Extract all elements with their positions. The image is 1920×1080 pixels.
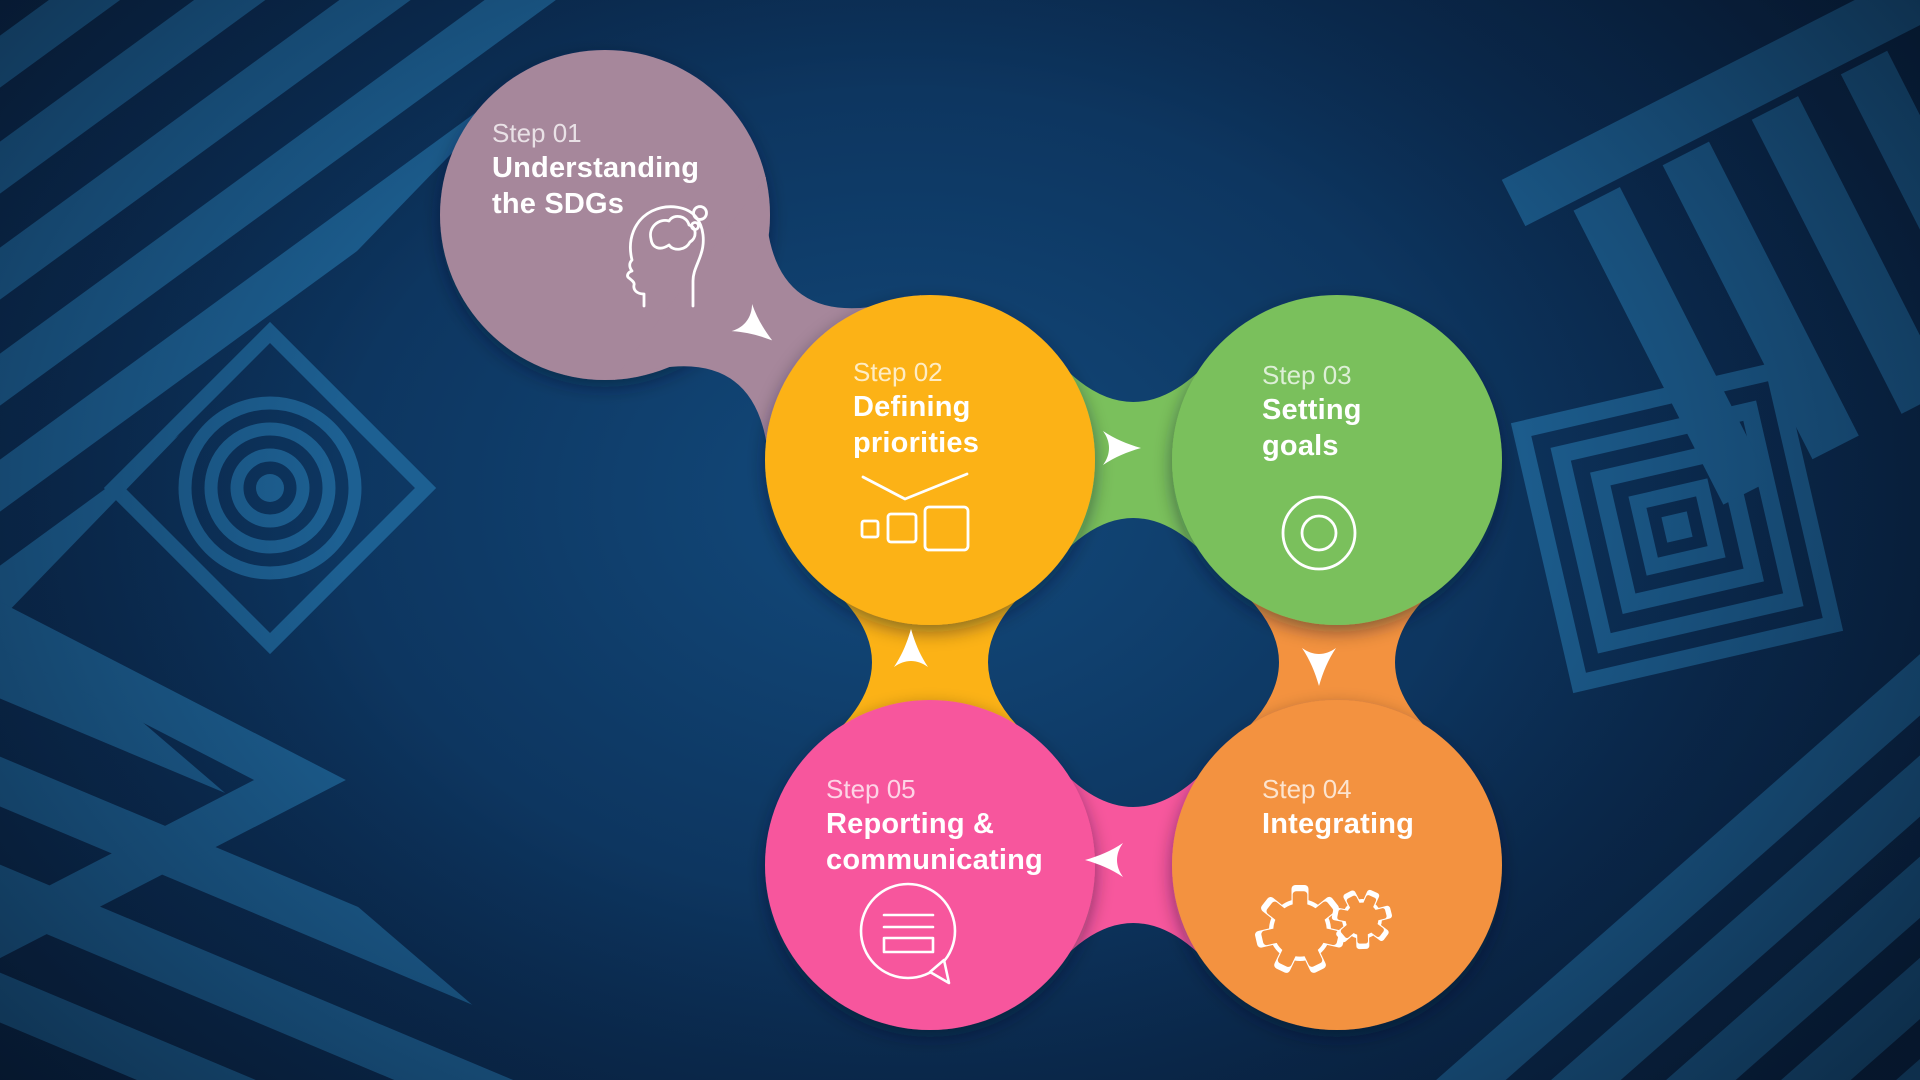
connector-04-05 <box>1036 739 1231 991</box>
step-04-bubble <box>1172 700 1502 1030</box>
connector-02-03 <box>1036 334 1231 586</box>
step-02-bubble <box>765 295 1095 625</box>
arrow-04-05-icon <box>1085 843 1123 877</box>
arrow-01-02-icon <box>731 303 773 341</box>
step-03-bubble <box>1172 295 1502 625</box>
connector-03-04 <box>1211 566 1463 759</box>
gears-icon <box>1255 885 1393 973</box>
speech-bubble-icon <box>859 882 957 985</box>
step-05-bubble <box>765 700 1095 1030</box>
arrow-02-03-icon <box>1103 431 1141 465</box>
arrow-05-02-icon <box>894 629 928 667</box>
connector-05-02 <box>804 566 1056 759</box>
arrow-03-04-icon <box>1302 648 1336 686</box>
head-brain-icon <box>626 205 708 308</box>
target-icon <box>1281 495 1357 571</box>
priority-squares-icon <box>860 472 970 552</box>
